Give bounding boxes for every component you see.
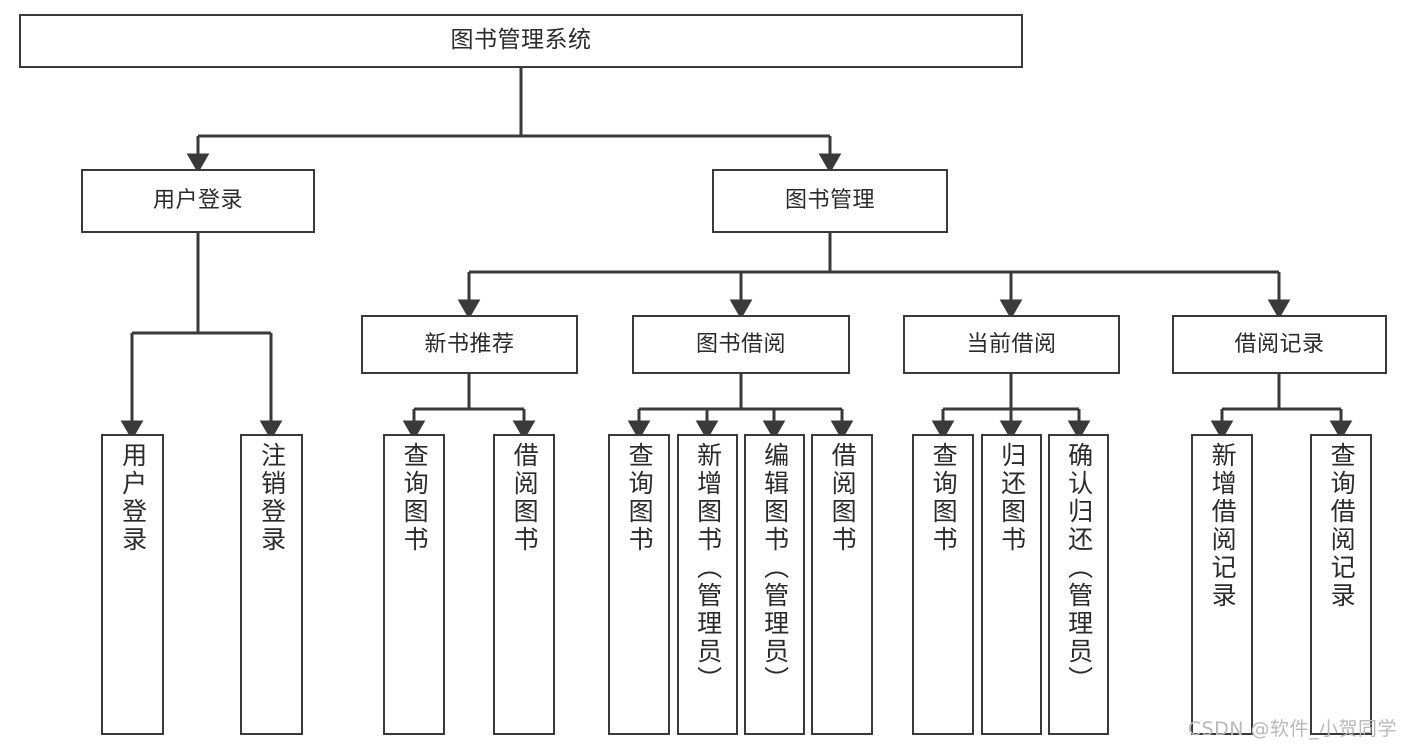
node-label: 当前借阅 [966,331,1057,357]
node-label: 借阅图书 [510,442,540,554]
node-label: 借阅记录 [1234,331,1325,357]
node-label: 图书借阅 [695,331,786,357]
node-user-login[interactable]: 用户登录 [81,169,315,233]
node-label: 用户登录 [152,188,243,214]
node-label: 新书推荐 [424,331,515,357]
node-label: 用户登录 [118,442,148,554]
node-borrow-records[interactable]: 借阅记录 [1172,315,1387,374]
node-label: 新增借阅记录 [1208,442,1238,610]
node-label: 查询图书 [929,442,959,554]
node-current-borrow[interactable]: 当前借阅 [903,315,1120,374]
node-leaf-borrow-books[interactable]: 借阅图书 [811,434,873,735]
watermark-text: CSDN @软件_小贺同学 [1187,718,1397,740]
node-leaf-edit-book-admin[interactable]: 编辑图书（管理员） [744,434,805,735]
node-leaf-user-login[interactable]: 用户登录 [101,434,164,735]
node-label: 确认归还（管理员） [1064,442,1094,694]
node-label: 注销登录 [257,442,287,554]
node-leaf-query-books-recommend[interactable]: 查询图书 [383,434,445,735]
node-leaf-query-borrow-record[interactable]: 查询借阅记录 [1310,434,1372,735]
node-leaf-return-books[interactable]: 归还图书 [981,434,1042,735]
node-book-borrow[interactable]: 图书借阅 [632,315,850,374]
node-label: 编辑图书（管理员） [760,442,790,694]
node-book-management[interactable]: 图书管理 [712,169,948,233]
node-label: 查询借阅记录 [1327,442,1357,610]
node-new-book-recommend[interactable]: 新书推荐 [361,315,578,374]
node-label: 图书管理系统 [450,27,592,54]
node-label: 查询图书 [400,442,430,554]
node-leaf-add-book-admin[interactable]: 新增图书（管理员） [677,434,738,735]
node-label: 借阅图书 [828,442,858,554]
node-leaf-query-books-current[interactable]: 查询图书 [912,434,974,735]
node-label: 新增图书（管理员） [693,442,723,694]
node-root-system[interactable]: 图书管理系统 [19,14,1023,68]
node-leaf-logout[interactable]: 注销登录 [240,434,303,735]
node-label: 图书管理 [784,188,875,214]
node-leaf-confirm-return-admin[interactable]: 确认归还（管理员） [1048,434,1109,735]
node-leaf-borrow-books-recommend[interactable]: 借阅图书 [493,434,555,735]
node-label: 归还图书 [997,442,1027,554]
node-leaf-query-books-borrow[interactable]: 查询图书 [608,434,670,735]
node-leaf-add-borrow-record[interactable]: 新增借阅记录 [1191,434,1253,735]
node-label: 查询图书 [625,442,655,554]
